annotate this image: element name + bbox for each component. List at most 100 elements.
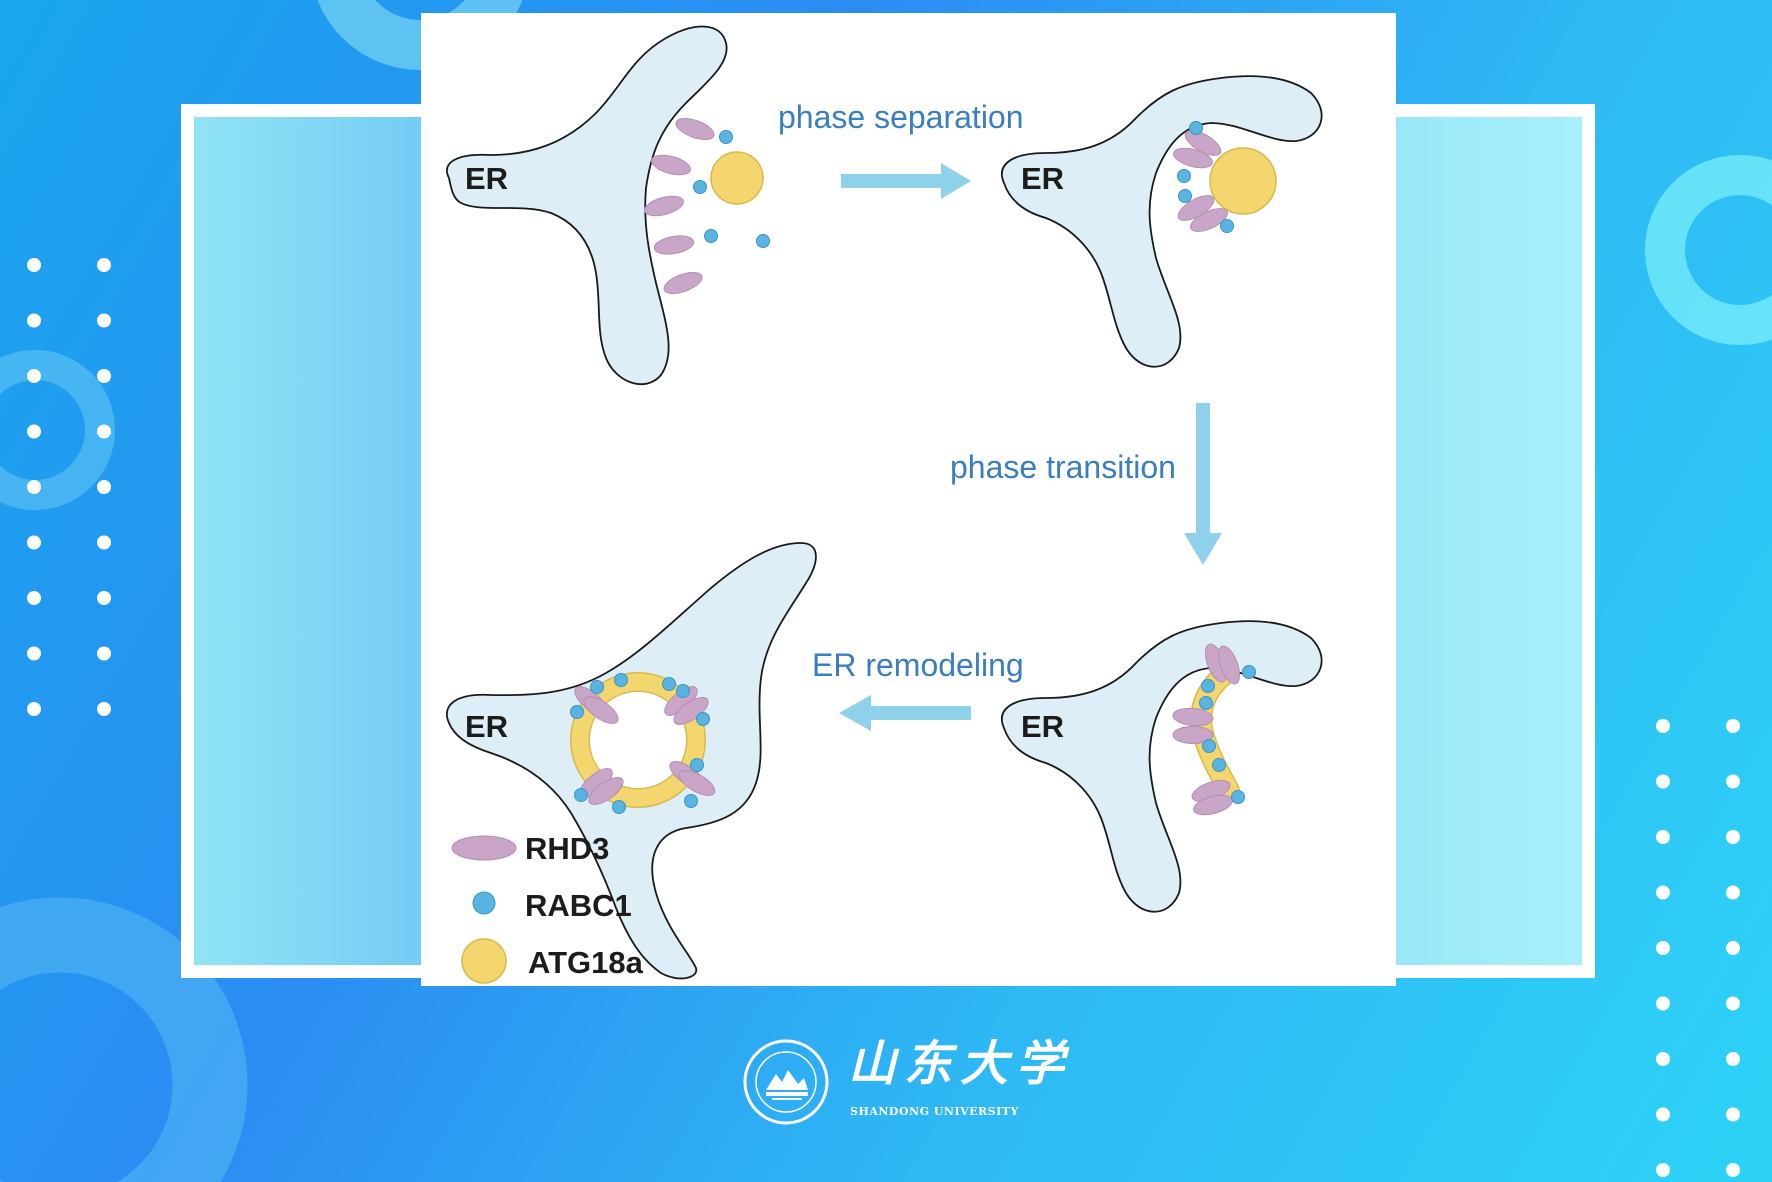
arrow-down-icon (1184, 403, 1222, 565)
rabc1-protein (693, 180, 707, 194)
deco-dot (1656, 941, 1670, 955)
arrow-left-icon (839, 695, 971, 731)
deco-dot (97, 369, 111, 383)
stage-3-er (1001, 620, 1323, 913)
rhd3-protein (660, 267, 706, 299)
deco-dot (97, 480, 111, 494)
deco-dots-left (27, 258, 111, 716)
rabc1-protein (1199, 696, 1213, 710)
rabc1-protein (662, 677, 676, 691)
legend-label-rabc1: RABC1 (525, 888, 632, 923)
deco-dot (97, 258, 111, 272)
rabc1-protein (1201, 679, 1215, 693)
rabc1-protein (1231, 790, 1245, 804)
legend-label-rhd3: RHD3 (525, 831, 610, 866)
rabc1-protein (719, 130, 733, 144)
university-name-en: SHANDONG UNIVERSITY (850, 1105, 1019, 1118)
university-logo: 山东大学 SHANDONG UNIVERSITY (742, 1038, 1064, 1128)
deco-dot (1656, 1107, 1670, 1122)
deco-dot (1656, 1052, 1670, 1066)
er-remodeling-diagram (446, 25, 1323, 984)
rabc1-protein (612, 800, 626, 814)
deco-dot (27, 258, 41, 272)
university-seal-icon (743, 1039, 829, 1125)
deco-ring-top (317, 0, 523, 70)
deco-dot (97, 535, 111, 550)
rabc1-protein (696, 712, 710, 726)
deco-dots-right (1656, 719, 1740, 1177)
deco-dot (1656, 774, 1670, 789)
stage-4-er (446, 542, 817, 980)
deco-ring-right (1645, 155, 1772, 345)
er-label-stage4: ER (465, 709, 509, 744)
deco-dot (27, 702, 41, 716)
deco-dot (27, 369, 41, 383)
rabc1-protein (1220, 219, 1234, 233)
deco-dot (97, 591, 111, 605)
deco-dot (97, 313, 111, 328)
legend-atg18a-swatch (461, 938, 507, 984)
legend-rabc1-swatch (472, 891, 496, 915)
rabc1-protein (590, 680, 604, 694)
legend-symbols (451, 835, 517, 984)
rhd3-protein (672, 113, 718, 145)
stage-1-er (446, 25, 770, 385)
rabc1-protein (614, 673, 628, 687)
deco-dot (1726, 830, 1740, 844)
deco-dot (1726, 1052, 1740, 1066)
deco-dot (1656, 885, 1670, 900)
arrow-right-icon (841, 163, 971, 199)
deco-dot (1726, 996, 1740, 1011)
rhd3-protein (648, 151, 694, 179)
rabc1-protein (756, 234, 770, 248)
deco-dot (27, 591, 41, 605)
er-label-stage2: ER (1021, 161, 1065, 196)
deco-dot (1656, 830, 1670, 844)
deco-dot (1656, 1163, 1670, 1177)
label-er-remodeling: ER remodeling (812, 647, 1024, 683)
er-label-stage1: ER (465, 161, 509, 196)
rabc1-protein (570, 705, 584, 719)
rabc1-protein (684, 794, 698, 808)
deco-dot (97, 646, 111, 661)
legend-label-atg18a: ATG18a (528, 945, 643, 980)
er-membrane-stage1 (446, 25, 728, 385)
deco-dot (1656, 719, 1670, 733)
rabc1-protein (574, 788, 588, 802)
rabc1-protein (704, 229, 718, 243)
deco-dot (97, 702, 111, 716)
er-membrane-stage2 (1001, 75, 1323, 368)
deco-dot (97, 424, 111, 439)
rhd3-protein (641, 192, 687, 220)
deco-dot (1726, 885, 1740, 900)
legend-rhd3-swatch (451, 835, 517, 861)
er-label-stage3: ER (1021, 709, 1065, 744)
deco-dot (27, 646, 41, 661)
deco-dot (1726, 1107, 1740, 1122)
university-name-cn: 山东大学 (848, 1036, 1073, 1092)
er-membrane-stage3 (1001, 620, 1323, 913)
deco-dot (1726, 941, 1740, 955)
rabc1-protein (1202, 739, 1216, 753)
deco-dot (27, 535, 41, 550)
deco-dot (27, 480, 41, 494)
deco-dot (1726, 719, 1740, 733)
rabc1-protein (1189, 121, 1203, 135)
rabc1-protein (1212, 758, 1226, 772)
deco-dot (27, 313, 41, 328)
stage-2-er (1001, 75, 1323, 368)
deco-ring-bottom-left (0, 897, 248, 1182)
rabc1-protein (1177, 169, 1191, 183)
rabc1-protein (690, 758, 704, 772)
rabc1-protein (1242, 665, 1256, 679)
atg18a-droplet-stage2 (1209, 147, 1277, 215)
deco-dot (27, 424, 41, 439)
figure-panel: phase separation phase transition ER rem… (421, 13, 1396, 986)
label-phase-transition: phase transition (950, 449, 1176, 485)
rabc1-protein (676, 684, 690, 698)
deco-dot (1656, 996, 1670, 1011)
deco-dot (1726, 1163, 1740, 1177)
